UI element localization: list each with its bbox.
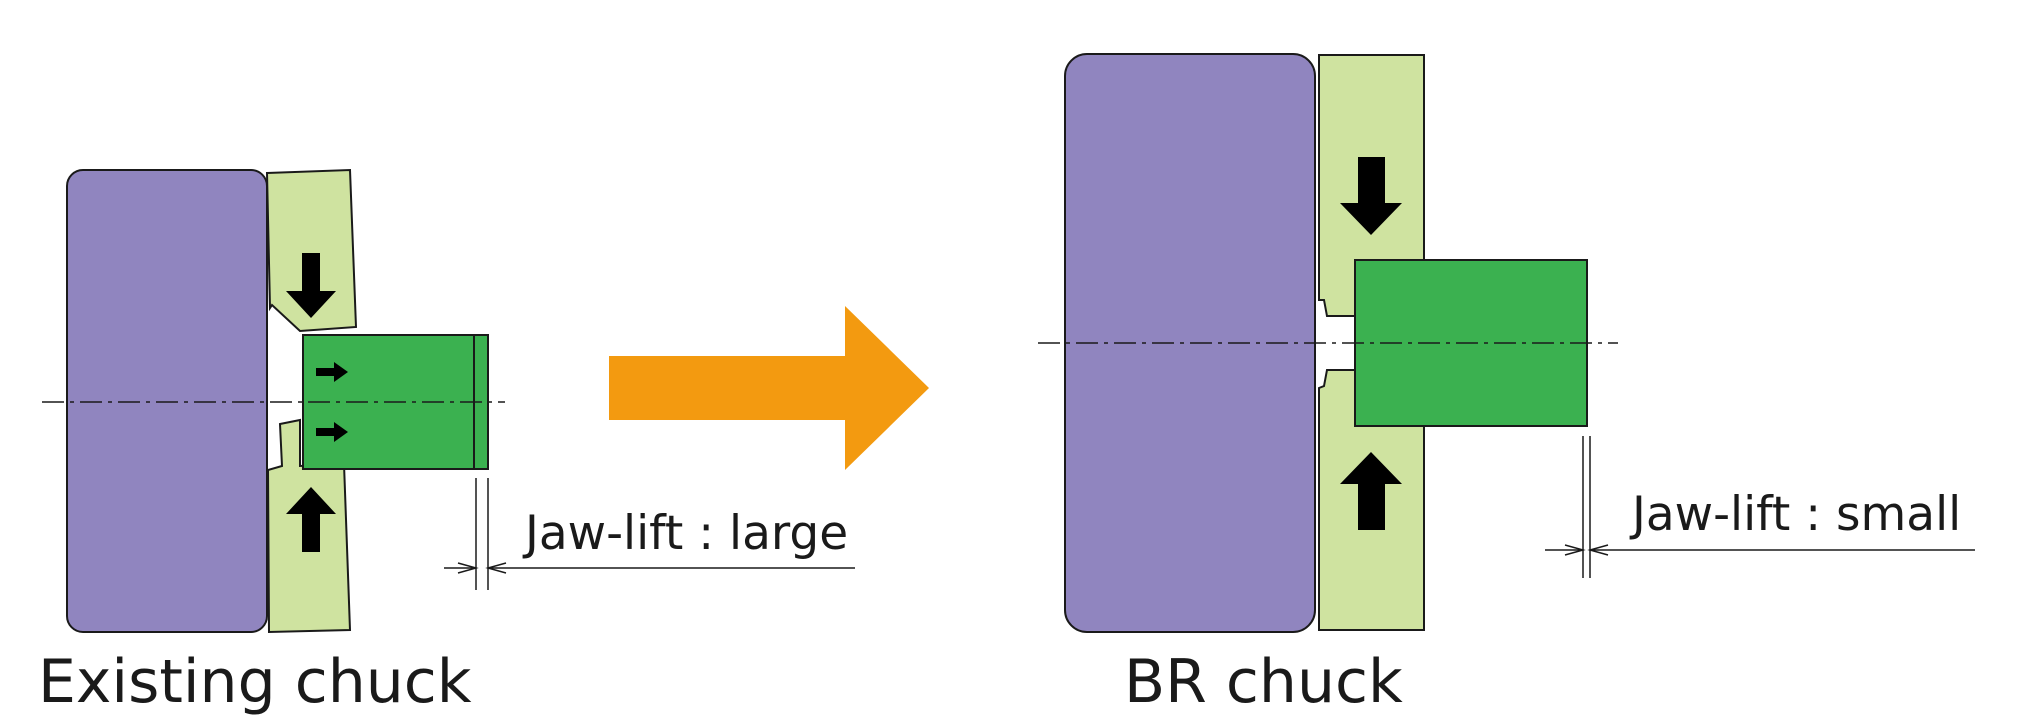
force-arrow-icon [1340, 157, 1402, 235]
br-jaw-lift-label: Jaw-lift : small [1629, 487, 1961, 542]
br-chuck-figure: Jaw-lift : small BR chuck [1038, 53, 1975, 717]
existing-jaw-lift-label: Jaw-lift : large [522, 506, 848, 561]
existing-chuck-body [66, 169, 268, 633]
existing-jaw-lift-dimension [444, 478, 855, 590]
br-jaw-lift-dimension [1545, 436, 1975, 578]
existing-chuck-figure: Jaw-lift : large Existing chuck [38, 168, 855, 717]
br-chuck-caption: BR chuck [1124, 647, 1403, 717]
existing-chuck-caption: Existing chuck [38, 647, 472, 717]
right-arrow-icon [609, 306, 929, 470]
force-arrow-icon [286, 253, 336, 318]
force-arrow-icon [286, 487, 336, 552]
force-arrow-icon [316, 422, 348, 442]
force-arrow-icon [316, 362, 348, 382]
existing-upper-jaw-shape [265, 168, 358, 333]
force-arrow-icon [1340, 452, 1402, 530]
